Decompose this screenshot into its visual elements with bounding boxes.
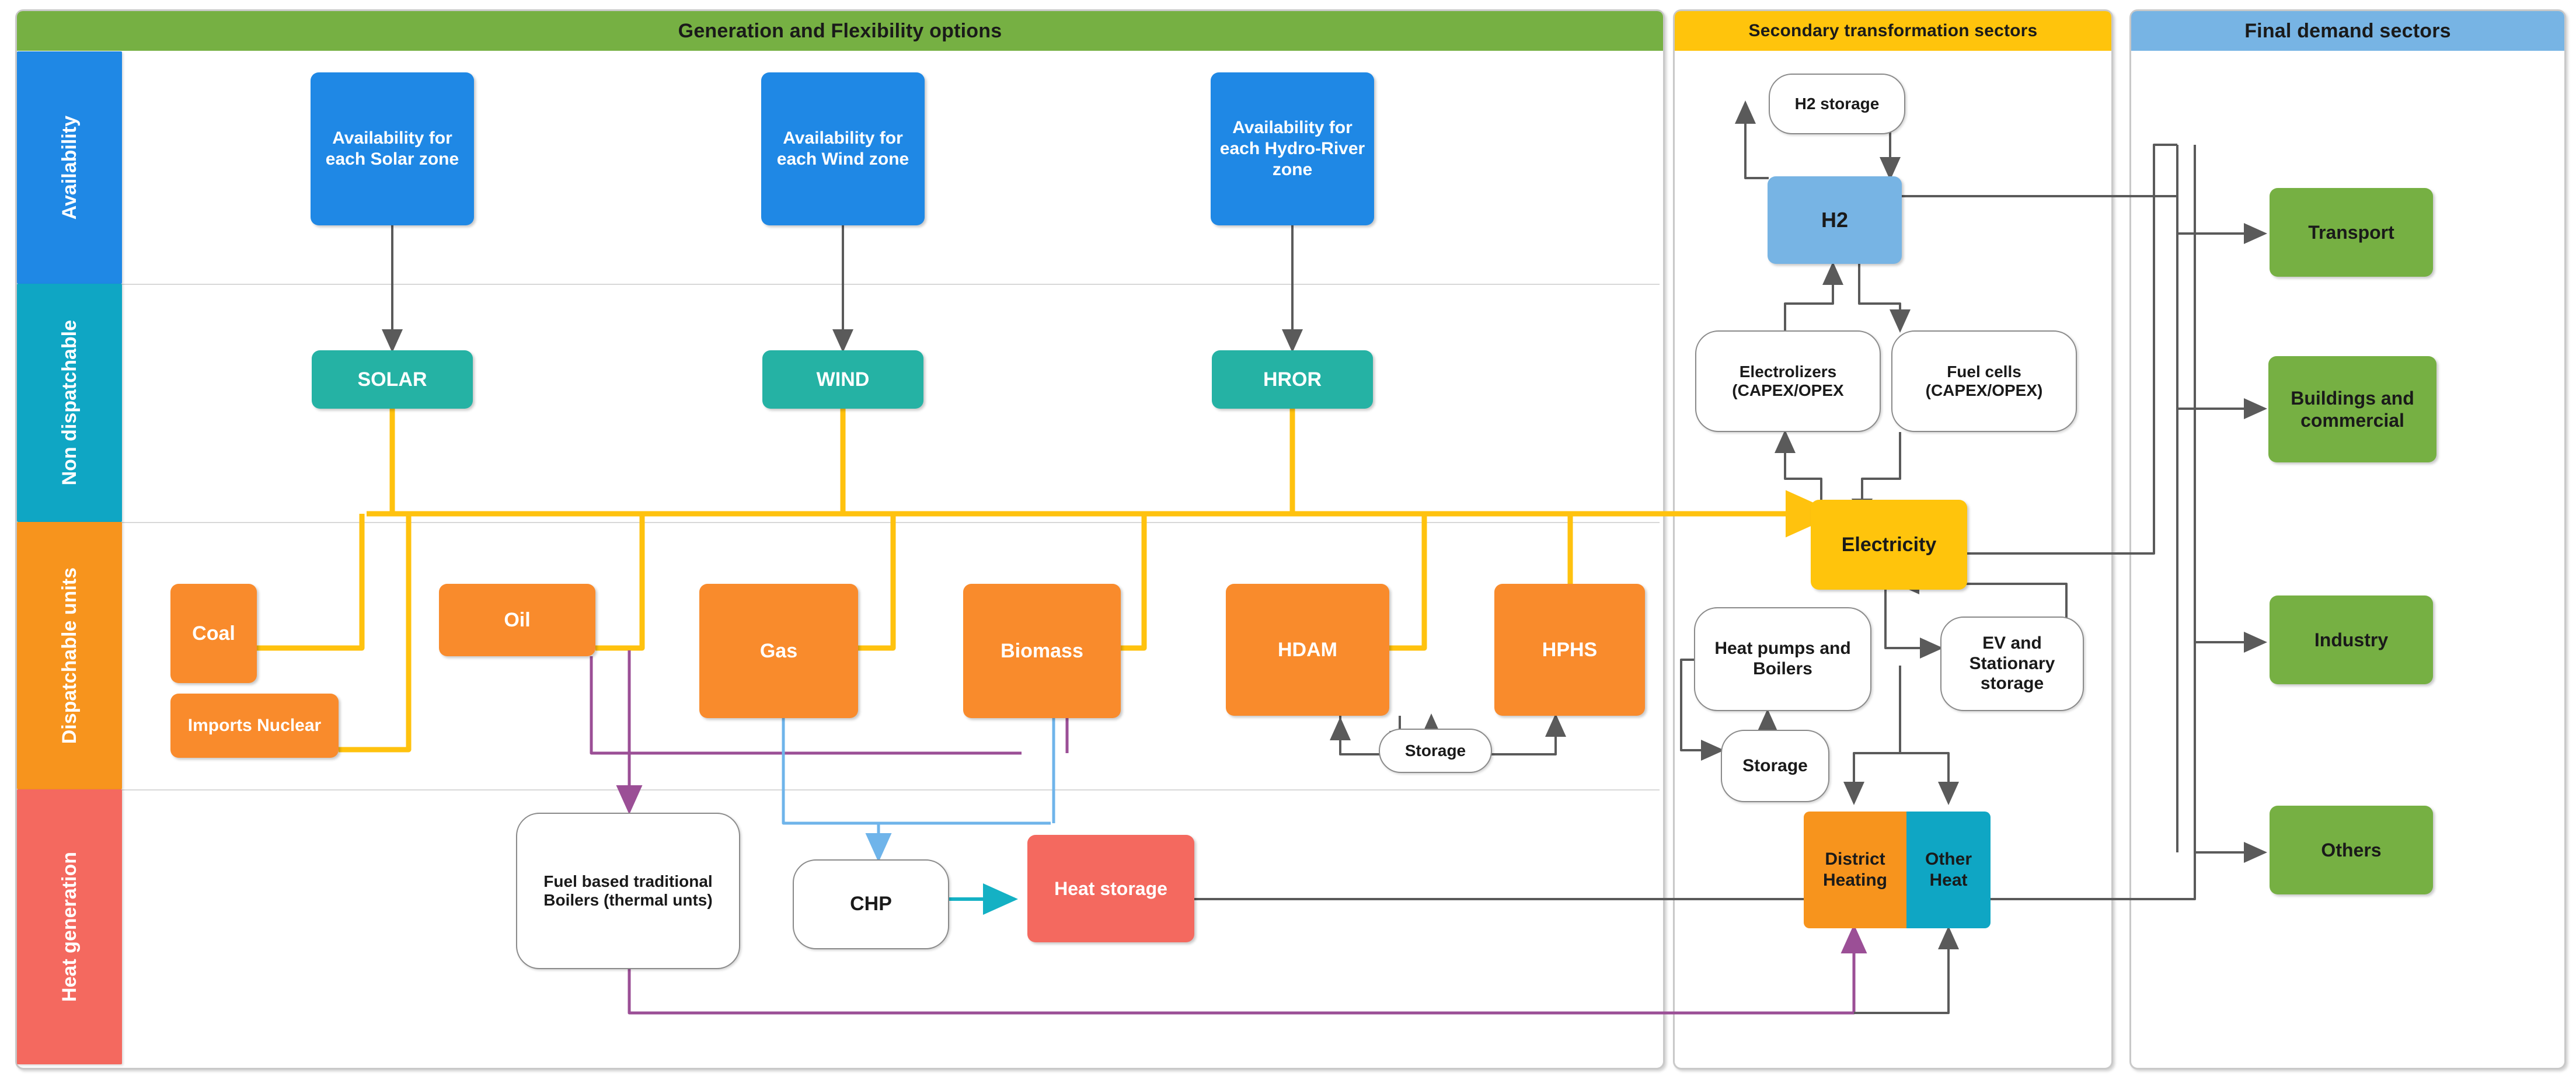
- row-band-non-dispatchable-label: Non dispatchable: [58, 320, 81, 486]
- dispatchable-hdam[interactable]: HDAM: [1226, 584, 1389, 716]
- dispatchable-biomass[interactable]: Biomass: [963, 584, 1121, 718]
- availability-solar[interactable]: Availability for each Solar zone: [311, 72, 474, 225]
- heat-pump-storage-label: Storage: [1742, 755, 1808, 775]
- dispatchable-imports-nuclear-label: Imports Nuclear: [187, 716, 322, 735]
- panel-demand-header: Final demand sectors: [2131, 11, 2564, 51]
- panel-generation-header: Generation and Flexibility options: [17, 11, 1663, 51]
- availability-hydro-river-label: Availability for each Hydro-River zone: [1219, 118, 1365, 179]
- generator-wind[interactable]: WIND: [762, 350, 923, 409]
- dispatchable-oil[interactable]: Oil: [439, 584, 595, 656]
- demand-others[interactable]: Others: [2270, 806, 2433, 894]
- dispatchable-biomass-label: Biomass: [1001, 639, 1083, 662]
- dispatchable-coal[interactable]: Coal: [170, 584, 257, 683]
- ev-and-stationary-storage-label: EV and Stationary storage: [1969, 633, 2055, 694]
- dispatchable-gas-label: Gas: [759, 639, 798, 662]
- dispatchable-hphs[interactable]: HPHS: [1494, 584, 1645, 716]
- availability-solar-label: Availability for each Solar zone: [325, 128, 459, 169]
- dispatchable-hphs-label: HPHS: [1542, 638, 1598, 661]
- h2-node[interactable]: H2: [1768, 176, 1902, 264]
- row-divider-2: [17, 522, 1660, 523]
- panel-demand-title: Final demand sectors: [2244, 19, 2451, 42]
- electricity-node-label: Electricity: [1841, 533, 1937, 556]
- row-band-heat-generation-label: Heat generation: [58, 852, 81, 1002]
- district-heating[interactable]: District Heating: [1804, 812, 1906, 928]
- electricity-node[interactable]: Electricity: [1811, 500, 1967, 590]
- dispatchable-coal-label: Coal: [192, 622, 235, 645]
- fuel-cells[interactable]: Fuel cells (CAPEX/OPEX): [1891, 330, 2077, 432]
- panel-demand: Final demand sectors: [2129, 9, 2566, 1070]
- row-divider-1: [17, 284, 1660, 285]
- chp-unit-label: CHP: [850, 893, 892, 915]
- row-band-dispatchable-label: Dispatchable units: [58, 567, 81, 744]
- demand-buildings-commercial[interactable]: Buildings and commercial: [2268, 356, 2436, 462]
- heat-pumps-and-boilers[interactable]: Heat pumps and Boilers: [1694, 607, 1871, 711]
- fuel-cells-label: Fuel cells (CAPEX/OPEX): [1925, 362, 2043, 399]
- generator-hror[interactable]: HROR: [1212, 350, 1373, 409]
- demand-industry-label: Industry: [2314, 629, 2389, 650]
- demand-transport[interactable]: Transport: [2270, 188, 2433, 277]
- heat-storage-label: Heat storage: [1054, 877, 1167, 899]
- row-band-dispatchable: Dispatchable units: [17, 522, 122, 789]
- fuel-based-boilers[interactable]: Fuel based traditional Boilers (thermal …: [516, 813, 740, 969]
- availability-hydro-river[interactable]: Availability for each Hydro-River zone: [1211, 72, 1374, 225]
- district-heating-label: District Heating: [1822, 849, 1887, 890]
- demand-buildings-commercial-label: Buildings and commercial: [2291, 387, 2414, 431]
- demand-industry[interactable]: Industry: [2270, 596, 2433, 684]
- panel-secondary-header: Secondary transformation sectors: [1675, 11, 2111, 51]
- dispatchable-hdam-label: HDAM: [1278, 638, 1337, 661]
- row-band-availability-label: Availability: [58, 115, 81, 220]
- heat-storage[interactable]: Heat storage: [1027, 835, 1194, 942]
- heat-pump-storage[interactable]: Storage: [1721, 730, 1829, 802]
- electrolizers[interactable]: Electrolizers (CAPEX/OPEX: [1695, 330, 1881, 432]
- row-band-non-dispatchable: Non dispatchable: [17, 284, 122, 522]
- row-band-heat-generation: Heat generation: [17, 789, 122, 1064]
- generator-solar[interactable]: SOLAR: [312, 350, 473, 409]
- generator-solar-label: SOLAR: [357, 368, 427, 391]
- availability-wind-label: Availability for each Wind zone: [776, 128, 909, 169]
- other-heat-label: Other Heat: [1925, 849, 1972, 890]
- generator-wind-label: WIND: [816, 368, 870, 391]
- panel-secondary-title: Secondary transformation sectors: [1748, 21, 2038, 40]
- hydro-storage-label: Storage: [1404, 741, 1466, 760]
- availability-wind[interactable]: Availability for each Wind zone: [761, 72, 925, 225]
- h2-storage[interactable]: H2 storage: [1769, 74, 1905, 134]
- dispatchable-oil-label: Oil: [504, 608, 531, 631]
- fuel-based-boilers-label: Fuel based traditional Boilers (thermal …: [543, 872, 713, 909]
- heat-pumps-and-boilers-label: Heat pumps and Boilers: [1714, 639, 1851, 678]
- chp-unit[interactable]: CHP: [793, 859, 949, 949]
- generator-hror-label: HROR: [1263, 368, 1322, 391]
- row-band-availability: Availability: [17, 51, 122, 284]
- other-heat[interactable]: Other Heat: [1906, 812, 1991, 928]
- dispatchable-imports-nuclear[interactable]: Imports Nuclear: [170, 694, 339, 758]
- panel-generation-title: Generation and Flexibility options: [678, 19, 1002, 42]
- dispatchable-gas[interactable]: Gas: [699, 584, 858, 718]
- hydro-storage[interactable]: Storage: [1379, 729, 1492, 773]
- h2-storage-label: H2 storage: [1794, 94, 1880, 113]
- h2-node-label: H2: [1821, 208, 1849, 232]
- electrolizers-label: Electrolizers (CAPEX/OPEX: [1732, 362, 1844, 399]
- row-divider-3: [17, 789, 1660, 791]
- demand-others-label: Others: [2321, 839, 2382, 861]
- demand-transport-label: Transport: [2308, 221, 2394, 243]
- ev-and-stationary-storage[interactable]: EV and Stationary storage: [1940, 617, 2084, 711]
